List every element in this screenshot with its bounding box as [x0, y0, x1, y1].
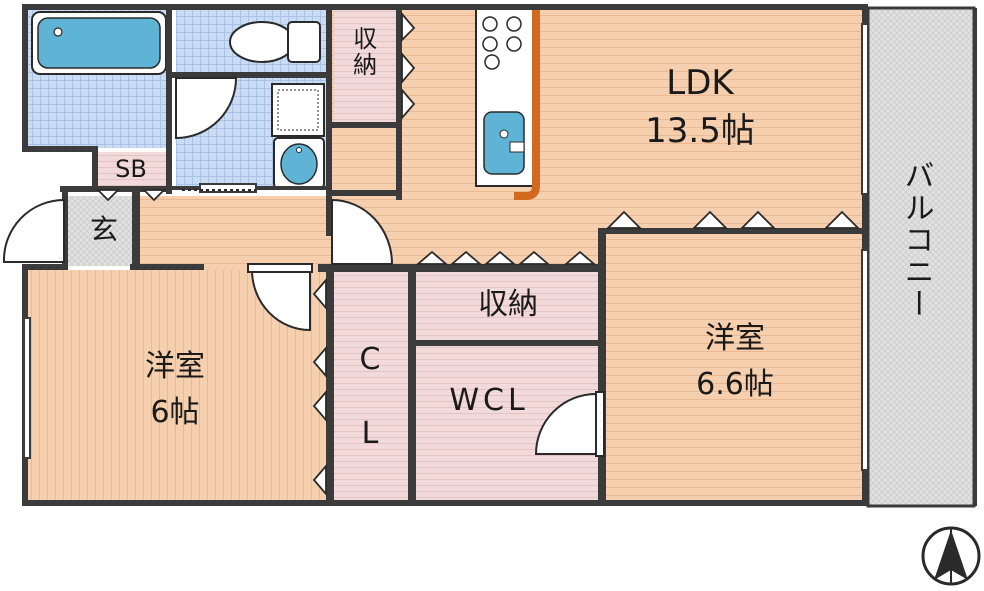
hall-door-icon	[331, 198, 394, 265]
entrance-label: 玄	[89, 213, 118, 246]
windows	[23, 23, 869, 471]
storage-top	[334, 8, 396, 126]
western-left-size: 6帖	[150, 395, 200, 430]
entrance-door-icon	[2, 198, 65, 263]
western-right-name: 洋室	[705, 321, 765, 356]
hall-floor	[140, 196, 330, 270]
stove-icon	[482, 16, 522, 70]
closet-area	[334, 272, 410, 502]
ldk-size: 13.5帖	[645, 111, 755, 151]
storage-top-lower	[334, 128, 396, 190]
sb-label: SB	[115, 155, 147, 183]
wcl-door-icon	[534, 392, 597, 455]
shoe-box	[96, 152, 166, 188]
western-right-size: 6.6帖	[696, 367, 774, 402]
bathroom	[26, 8, 172, 148]
folding-doors	[95, 11, 861, 497]
kitchen	[475, 7, 540, 200]
wcl-label: WCL	[449, 383, 529, 418]
storage-top-label: 収納	[348, 26, 377, 78]
closet-label: C L	[352, 342, 388, 453]
ldk-floor	[330, 8, 864, 270]
ldk-name: LDK	[666, 63, 734, 103]
western-left-name: 洋室	[145, 349, 205, 384]
bath-door-icon	[175, 77, 238, 140]
north-arrow-icon	[921, 526, 981, 586]
washroom	[176, 78, 328, 190]
doors	[2, 77, 605, 457]
western-left-door-icon	[250, 269, 311, 332]
balcony	[866, 6, 977, 508]
storage-mid-label: 収納	[478, 287, 538, 322]
entrance-floor	[68, 196, 140, 266]
balcony-label: バルコニー	[898, 160, 934, 320]
toilet-room	[176, 8, 328, 74]
western-right-floor	[604, 232, 864, 502]
counter-edge	[514, 8, 540, 200]
storage-mid	[416, 272, 600, 340]
toilet-icon	[229, 21, 295, 63]
